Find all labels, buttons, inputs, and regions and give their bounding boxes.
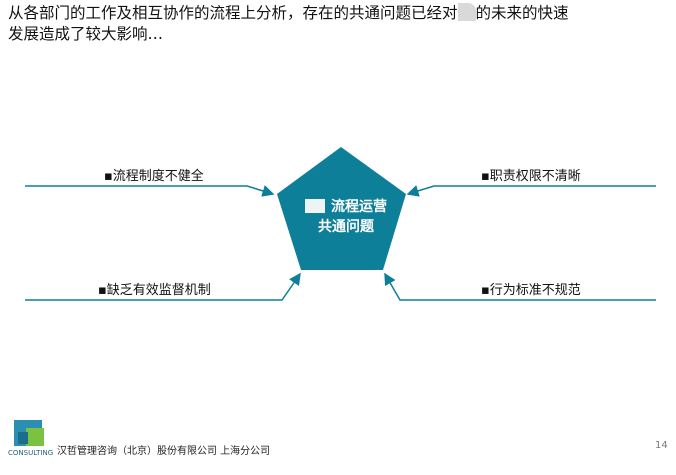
- connector-top-right: [406, 185, 656, 197]
- connector-bottom-left: [25, 272, 301, 301]
- page-number: 14: [655, 440, 668, 451]
- footer-company: 汉哲管理咨询（北京）股份有限公司 上海分公司: [57, 446, 271, 457]
- page-title: 从各部门的工作及相互协作的流程上分析，存在的共通问题已经对的未来的快速 发展造成…: [8, 3, 673, 45]
- center-label: 流程运营 共通问题: [296, 197, 396, 237]
- issue-label: ▪行为标准不规范: [481, 283, 581, 298]
- issue-label: ▪职责权限不清晰: [481, 169, 581, 184]
- connector-top-left: [25, 185, 275, 197]
- redacted-block: [457, 3, 476, 21]
- redacted-block: [305, 199, 325, 213]
- logo-text: CONSULTING: [8, 449, 53, 457]
- center-line2: 共通问题: [318, 219, 374, 235]
- center-line1: 流程运营: [331, 199, 387, 215]
- issue-label: ▪流程制度不健全: [104, 169, 204, 184]
- company-logo: CONSULTING: [8, 418, 54, 462]
- title-text: 从各部门的工作及相互协作的流程上分析，存在的共通问题已经对: [8, 4, 458, 22]
- issue-label: ▪缺乏有效监督机制: [98, 283, 211, 298]
- title-text: 的未来的快速: [475, 4, 569, 22]
- pentagon-shape: [277, 147, 406, 270]
- title-text: 发展造成了较大影响…: [8, 25, 164, 43]
- connector-bottom-right: [384, 272, 656, 301]
